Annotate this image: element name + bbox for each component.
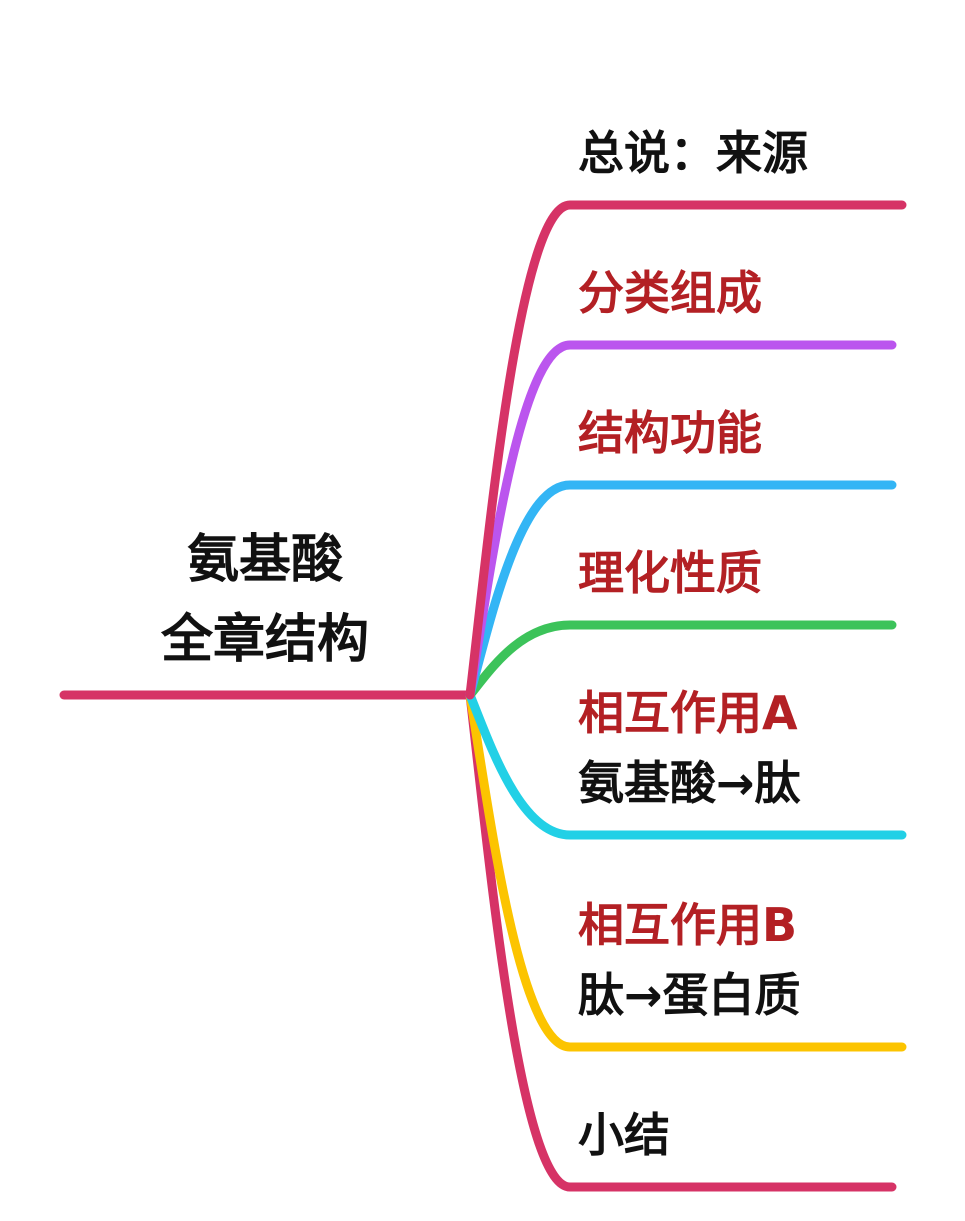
branch-connector-0 [465, 200, 907, 700]
branch-label-overview: 总说：来源 [578, 126, 808, 180]
root-topic: 氨基酸 全章结构 [95, 520, 435, 680]
branch-label-interaction-a: 相互作用A [578, 686, 798, 740]
branch-sublabel-interaction-a: 氨基酸→肽 [578, 756, 801, 810]
root-title-line-1: 氨基酸 [186, 530, 343, 590]
branch-connector-3 [465, 620, 897, 700]
branch-label-properties: 理化性质 [578, 546, 762, 600]
root-title-line-2: 全章结构 [160, 610, 369, 670]
branch-sublabel-interaction-b: 肽→蛋白质 [578, 968, 801, 1022]
branch-connector-5 [465, 690, 907, 1052]
branch-label-structure-function: 结构功能 [578, 406, 762, 460]
branch-connector-4 [465, 690, 907, 840]
branch-label-summary: 小结 [578, 1108, 670, 1162]
branch-label-interaction-b: 相互作用B [578, 898, 798, 952]
branch-label-classification: 分类组成 [578, 266, 762, 320]
